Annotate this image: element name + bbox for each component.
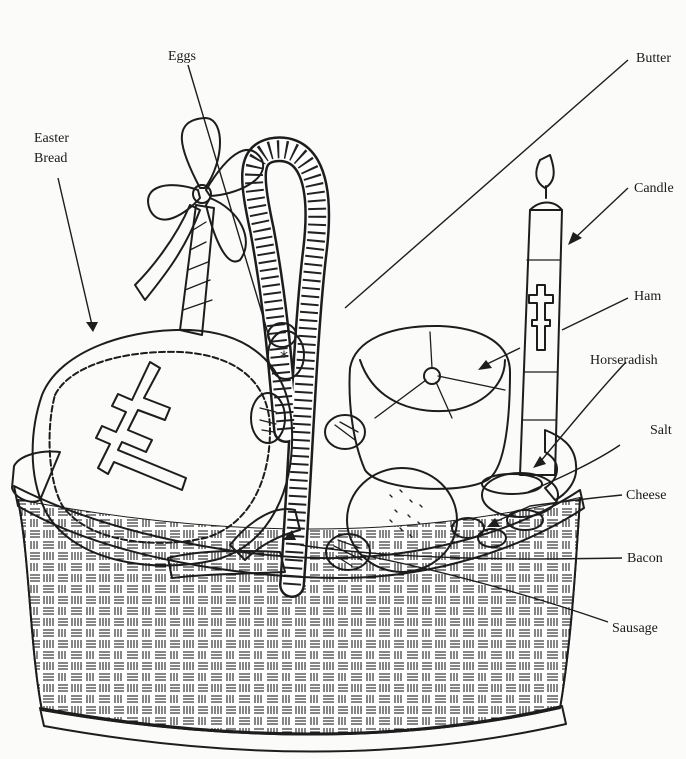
label-cheese: Cheese [626,487,666,504]
label-salt: Salt [650,422,672,439]
label-butter: Butter [636,50,671,67]
svg-text:*: * [280,347,288,366]
label-sausage: Sausage [612,620,658,637]
basket-handle [254,149,317,585]
label-bacon: Bacon [627,550,663,567]
label-horseradish: Horseradish [590,352,658,369]
label-easter-bread-line2: Bread [34,150,67,167]
bow [135,118,263,335]
label-eggs: Eggs [168,48,196,65]
label-ham: Ham [634,288,661,305]
ham [350,326,510,489]
label-easter-bread-line1: Easter [34,130,69,147]
label-candle: Candle [634,180,674,197]
candle [520,155,562,475]
